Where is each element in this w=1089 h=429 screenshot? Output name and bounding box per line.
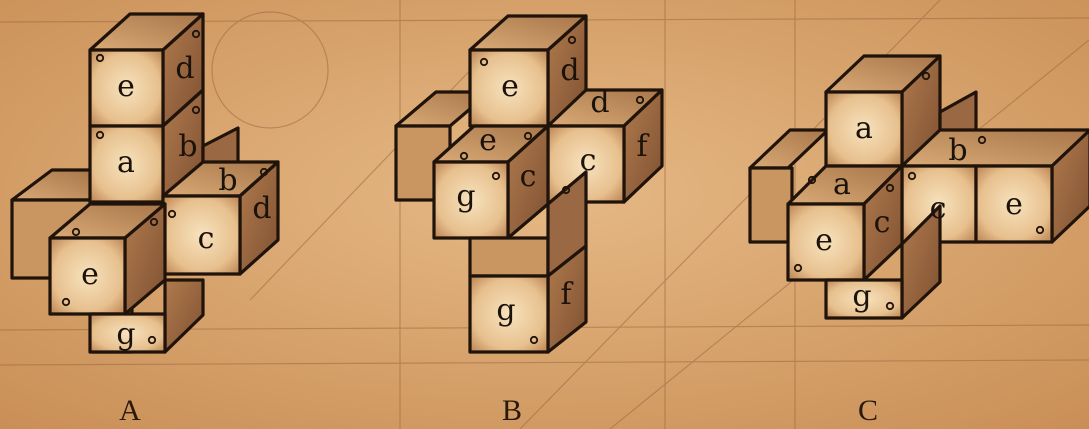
label-e-mid: e xyxy=(479,123,497,158)
label-b: b xyxy=(948,133,967,168)
label-c-side: c xyxy=(874,205,891,240)
label-g-front: g xyxy=(456,179,475,214)
label-e-right: e xyxy=(1005,187,1023,222)
label-g: g xyxy=(852,279,871,314)
label-e-front: e xyxy=(81,257,99,292)
label-b-top: b xyxy=(178,129,197,164)
label-e-top: e xyxy=(501,69,519,104)
label-c-side: c xyxy=(520,159,537,194)
label-d-right: d xyxy=(252,191,271,226)
label-g: g xyxy=(116,317,135,352)
label-b-right: b xyxy=(218,163,237,198)
label-d-mid: d xyxy=(590,85,609,120)
label-a-top: a xyxy=(855,111,873,146)
label-c: c xyxy=(198,221,215,256)
label-c-front: c xyxy=(930,191,947,226)
label-e-front: e xyxy=(815,223,833,258)
caption-b: B xyxy=(502,394,522,427)
label-f-right: f xyxy=(636,129,649,164)
label-g-bottom: g xyxy=(496,293,515,328)
label-c-front: c xyxy=(580,143,597,178)
label-a-mid: a xyxy=(833,167,851,202)
label-f-bottom: f xyxy=(560,277,573,312)
caption-a: A xyxy=(119,394,141,427)
caption-c: C xyxy=(858,394,878,427)
label-d-top: d xyxy=(560,53,579,88)
label-a: a xyxy=(117,145,135,180)
label-e-top: e xyxy=(117,69,135,104)
label-d-top: d xyxy=(175,51,194,86)
